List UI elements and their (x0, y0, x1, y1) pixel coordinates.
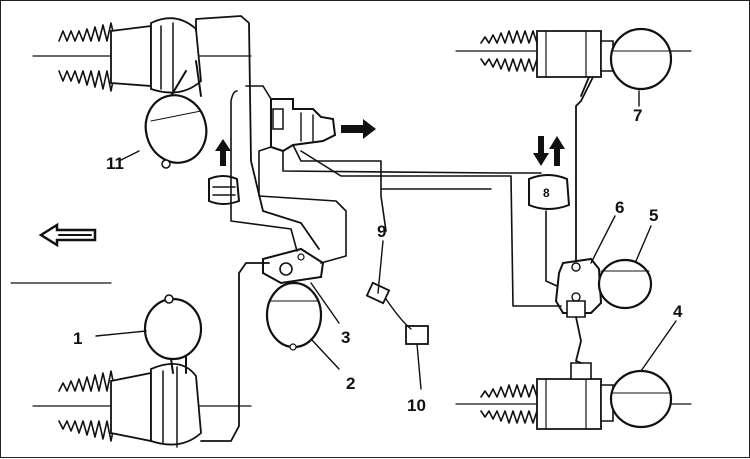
sensor-10 (405, 325, 429, 390)
label-2: 2 (346, 374, 355, 393)
label-8: 8 (543, 186, 550, 200)
reservoir-2 (265, 281, 340, 370)
label-7: 7 (633, 106, 642, 125)
bottom-right-brake-chamber (455, 362, 692, 430)
top-right-brake-chamber (455, 30, 692, 78)
reservoir-5 (597, 225, 653, 310)
reservoir-4 (609, 320, 677, 429)
brake-pipes (10, 15, 594, 442)
label-9: 9 (377, 222, 386, 241)
bottom-left-brake-chamber (32, 362, 252, 448)
reservoir-11 (118, 60, 208, 169)
label-6: 6 (615, 198, 624, 217)
valve-3 (262, 247, 340, 324)
label-4: 4 (673, 302, 683, 321)
left-load-sensor (208, 139, 241, 205)
right-arrow (341, 119, 376, 139)
right-load-sensor-8 (528, 136, 571, 210)
top-left-brake-chamber (32, 17, 252, 94)
reservoir-1 (95, 294, 203, 374)
label-1: 1 (73, 329, 82, 348)
valve-6 (554, 215, 616, 318)
label-11: 11 (106, 154, 124, 173)
label-10: 10 (407, 396, 426, 415)
relay-valve (270, 98, 337, 153)
label-5: 5 (649, 206, 658, 225)
reservoir-7 (609, 27, 673, 107)
label-3: 3 (341, 328, 350, 347)
sensor-9 (365, 240, 391, 305)
